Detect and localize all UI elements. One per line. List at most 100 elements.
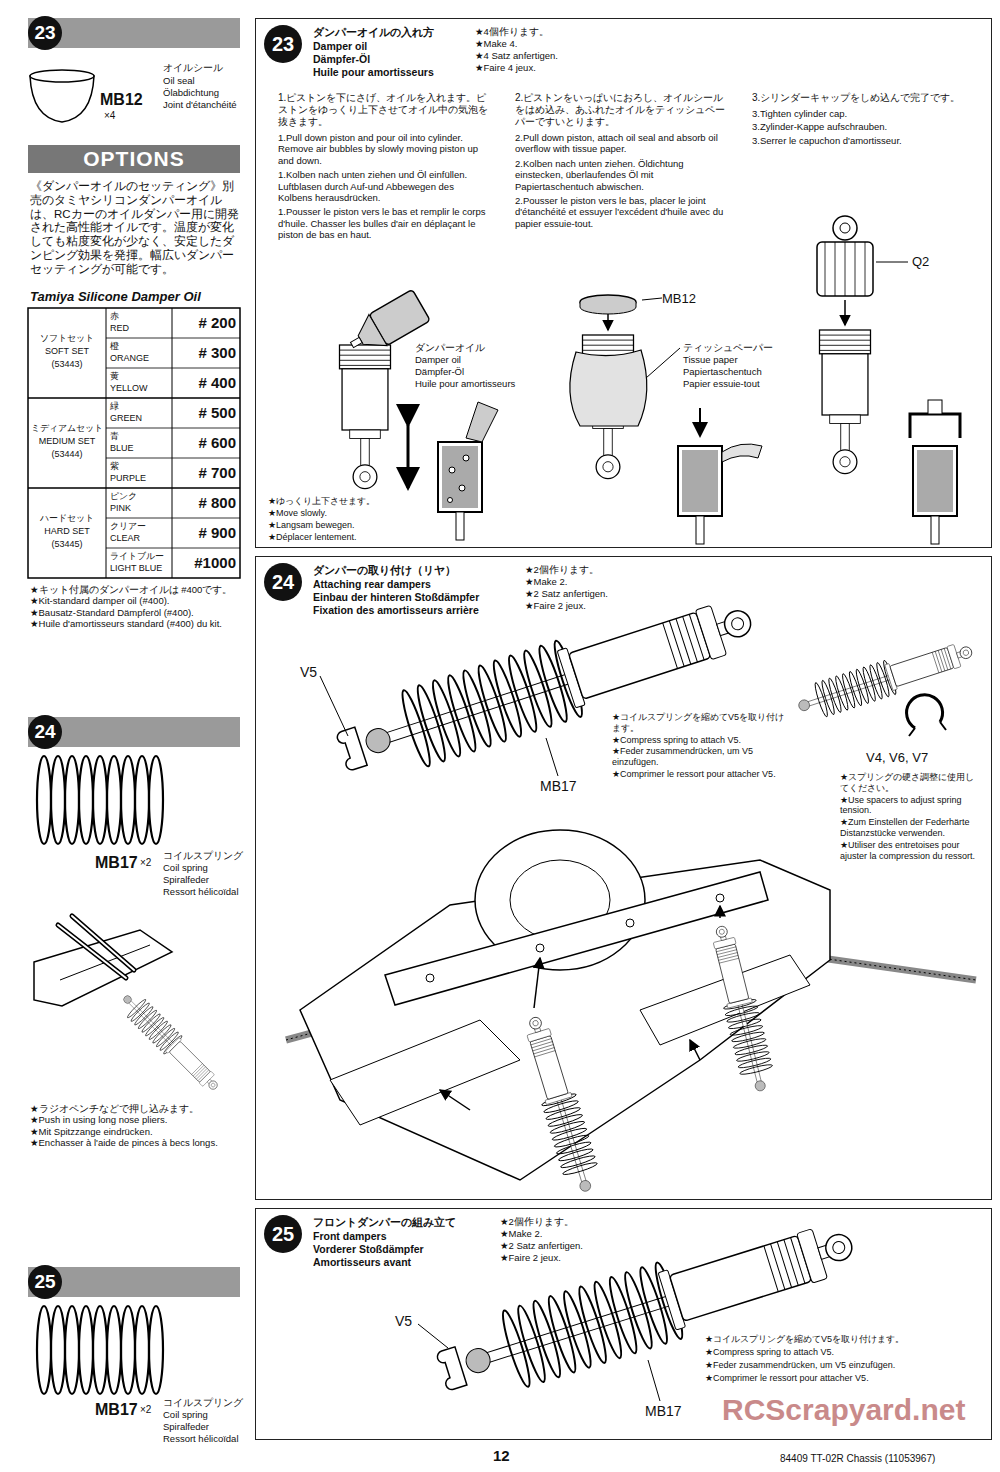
label-holder: Front dampers xyxy=(313,1230,387,1243)
caption-text: ★Faire 2 jeux. xyxy=(525,600,586,611)
caption-text: ★Déplacer lentement. xyxy=(268,532,357,543)
caption-text: 1.ピストンを下にさげ、オイルを入れます。ピストンをゆっくり上下させてオイル中の… xyxy=(278,92,490,128)
caption-text: 1.Kolben nach unten ziehen und Öl einfül… xyxy=(278,169,490,203)
table-cell: # 200 xyxy=(198,314,236,332)
table-cell: ソフトセット xyxy=(28,333,106,344)
caption-text: ★Push in using long nose pliers. xyxy=(30,1114,240,1125)
table-cell: 赤 xyxy=(110,311,119,322)
label-holder: ★Make 4. xyxy=(475,38,517,49)
label-holder: ×2 xyxy=(140,857,151,869)
label-holder: ★コイルスプリングを縮めてV5を取り付けます。 xyxy=(612,712,792,734)
label-holder: Fixation des amortisseurs arrière xyxy=(313,604,479,617)
label-holder: ★Faire 2 jeux. xyxy=(500,1252,561,1263)
label-holder: コイルスプリング xyxy=(163,1397,243,1408)
caption-text: 1.Pull down piston and pour oil into cyl… xyxy=(278,132,490,166)
table-cell: 紫 xyxy=(110,461,119,472)
caption-text: ★Bausatz-Standard Dämpferöl (#400). xyxy=(30,607,240,618)
caption-text: Huile pour amortisseurs xyxy=(415,378,515,389)
label-holder: RCScrapyard.net xyxy=(722,1392,965,1428)
caption-text: ★4 Satz anfertigen. xyxy=(475,50,558,61)
label-holder: V5 xyxy=(395,1313,412,1330)
caption-text: ★Make 4. xyxy=(475,38,517,49)
label-holder: MB12 xyxy=(662,291,696,307)
label-holder: Papier essuie-tout xyxy=(683,378,760,389)
caption-text: ★Feder zusammendrücken, um V5 einzufügen… xyxy=(705,1360,895,1371)
label-holder: ×2 xyxy=(140,1404,151,1416)
label-holder: MB12 xyxy=(100,90,143,109)
table-cell: HARD SET xyxy=(28,526,106,537)
label-holder: ソフトセット xyxy=(28,333,106,344)
caption-text: ★Comprimer le ressort pour attacher V5. xyxy=(705,1373,869,1384)
label-holder: ×4 xyxy=(104,110,115,122)
label-holder: HARD SET xyxy=(28,526,106,537)
table-cell: # 500 xyxy=(198,404,236,422)
label-holder: 84409 TT-02R Chassis (11053967) xyxy=(780,1453,935,1465)
label-holder: ★Move slowly. xyxy=(268,508,327,519)
step-band: 24 xyxy=(28,717,240,747)
caption-text: ティッシュペーパー xyxy=(683,342,773,353)
caption-text: Tamiya Silicone Damper Oil xyxy=(30,289,201,305)
label-holder: 3.Serrer le capuchon d'amortisseur. xyxy=(752,135,977,146)
caption-text: ★Zum Einstellen der Federhärte Distanzst… xyxy=(840,817,978,839)
step-number: 23 xyxy=(28,16,62,50)
label-holder: Tissue paper xyxy=(683,354,738,365)
label-holder: Joint d'étanchéité xyxy=(163,99,237,110)
label-holder: # 600 xyxy=(198,434,236,452)
caption-text: ★Feder zusammendrücken, um V5 einzufügen… xyxy=(612,746,792,768)
oil-seal xyxy=(30,70,94,122)
label-holder: ★Make 2. xyxy=(525,576,567,587)
caption-text: 3.Tighten cylinder cap. xyxy=(752,108,977,119)
label-holder: コイルスプリング xyxy=(163,850,243,861)
caption-text: ★Faire 4 jeux. xyxy=(475,62,536,73)
label-holder: ★Mit Spitzzange eindrücken. xyxy=(30,1126,240,1137)
coil-spring xyxy=(37,1306,163,1394)
table-cell: # 700 xyxy=(198,464,236,482)
table-cell: # 900 xyxy=(198,524,236,542)
caption-text: ★Faire 2 jeux. xyxy=(500,1252,561,1263)
caption-text: ★Kit-standard damper oil (#400). xyxy=(30,595,240,606)
label-holder: Coil spring xyxy=(163,1409,208,1420)
label-holder: ★Push in using long nose pliers. xyxy=(30,1114,240,1125)
part-code: MB17 xyxy=(645,1403,682,1420)
label-holder: V4, V6, V7 xyxy=(866,750,928,766)
caption-text: Amortisseurs avant xyxy=(313,1256,411,1269)
options-banner: OPTIONS xyxy=(28,145,240,173)
caption-text: Front dampers xyxy=(313,1230,387,1243)
label-holder: Ressort hélicoïdal xyxy=(163,1433,239,1444)
label-holder: ★Faire 4 jeux. xyxy=(475,62,536,73)
label-holder: ★Comprimer le ressort pour attacher V5. xyxy=(612,769,792,780)
label-holder: ★Bausatz-Standard Dämpferöl (#400). xyxy=(30,607,240,618)
label-holder: SOFT SET xyxy=(28,346,106,357)
caption-text: ★ラジオペンチなどで押し込みます。 xyxy=(30,1103,240,1114)
label-holder: Damper oil xyxy=(415,354,461,365)
step-band: 23 xyxy=(28,18,240,48)
caption-text: Ölabdichtung xyxy=(163,87,219,98)
caption-text: ★ゆっくり上下させます。 xyxy=(268,496,375,507)
label-holder: Huile pour amortisseurs xyxy=(313,66,434,79)
caption-text: Ressort hélicoïdal xyxy=(163,886,239,897)
label-holder: 2.Pousser le piston vers le bas, placer … xyxy=(515,195,730,229)
caption-text: Vorderer Stoßdämpfer xyxy=(313,1243,424,1256)
label-holder: ★Utiliser des entretoises pour ajuster l… xyxy=(840,840,978,862)
table-cell: (53443) xyxy=(28,359,106,370)
label-holder: ピンク xyxy=(110,491,137,502)
table-cell: クリアー xyxy=(110,521,146,532)
label-holder: ★ゆっくり上下させます。 xyxy=(268,496,375,507)
caption-text: Dämpfer-Öl xyxy=(415,366,464,377)
label-holder: ティッシュペーパー xyxy=(683,342,773,353)
label-holder: # 800 xyxy=(198,494,236,512)
label-holder: Dämpfer-Öl xyxy=(313,53,370,66)
caption-text: Spiralfeder xyxy=(163,1421,209,1432)
label-holder: 緑 xyxy=(110,401,119,412)
caption-text: ★2個作ります。 xyxy=(525,564,599,575)
label-holder: オイルシール xyxy=(163,62,223,73)
label-holder: 3.Tighten cylinder cap. xyxy=(752,108,977,119)
pliers-illustration xyxy=(34,916,225,1097)
step-number: 25 xyxy=(264,1215,302,1253)
label-holder: Vorderer Stoßdämpfer xyxy=(313,1243,424,1256)
label-holder: # 300 xyxy=(198,344,236,362)
label-holder: V5 xyxy=(300,664,317,681)
label-holder: PINK xyxy=(110,503,131,514)
label-holder: GREEN xyxy=(110,413,142,424)
caption-text: 2.Kolben nach unten ziehen. Öldichtung e… xyxy=(515,158,730,192)
